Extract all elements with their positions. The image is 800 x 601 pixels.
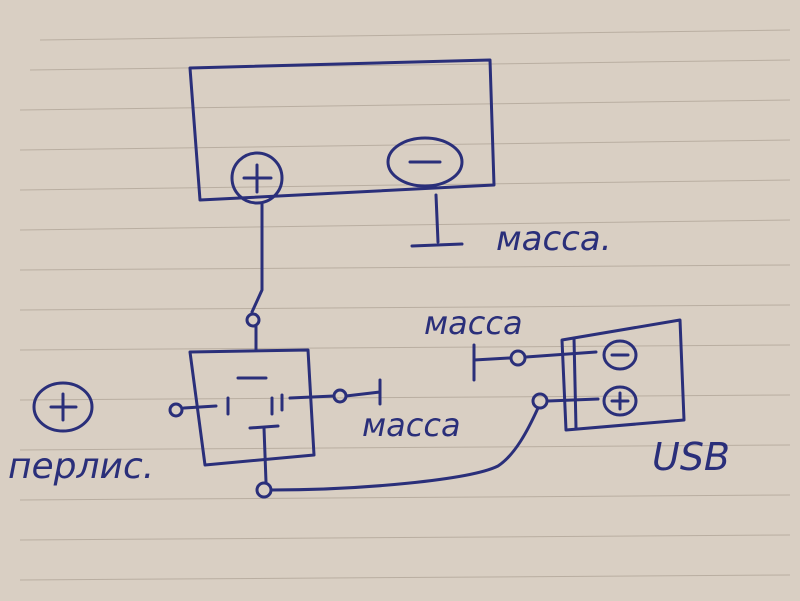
usb-box	[524, 318, 686, 432]
battery-plus-wire	[245, 202, 264, 328]
battery-minus-terminal	[386, 136, 464, 188]
usb-minus-terminal	[602, 339, 638, 371]
mass-label-top: масса.	[496, 219, 612, 259]
battery-plus-terminal	[230, 151, 284, 205]
mass-label-mid-top: масса	[424, 304, 523, 342]
usb-ground	[472, 343, 527, 382]
switch-box	[168, 324, 382, 499]
faint-printed-text	[19, 29, 791, 581]
left-plus-symbol	[32, 381, 94, 433]
usb-plus-wire	[269, 392, 549, 492]
battery-box	[188, 58, 496, 205]
battery-ground	[410, 193, 464, 248]
usb-label: USB	[652, 435, 730, 479]
usb-plus-terminal	[602, 385, 638, 417]
left-label-word: перлис.	[8, 446, 154, 487]
mass-label-mid: масса	[362, 406, 461, 444]
